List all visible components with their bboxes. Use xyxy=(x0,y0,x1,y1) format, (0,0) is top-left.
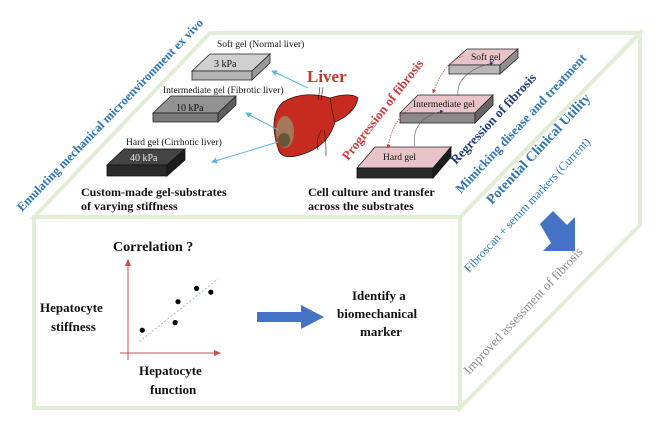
hard-gel-slab xyxy=(105,148,187,177)
y-axis-label-line2: stiffness xyxy=(51,319,96,334)
substrates-caption-line1: Custom-made gel-substrates xyxy=(81,185,227,199)
culture-hard-gel xyxy=(356,145,452,180)
liver-label: Liver xyxy=(307,67,347,86)
marker-line2: biomechanical xyxy=(337,306,418,321)
soft-gel-stiffness: 3 kPa xyxy=(214,59,237,70)
scatter-point-1 xyxy=(139,327,145,333)
regression-arrow-1 xyxy=(414,109,444,147)
substrates-caption-line2: of varying stiffness xyxy=(81,199,178,213)
improvement-arrow-icon xyxy=(540,211,575,251)
scatter-point-4 xyxy=(193,285,200,291)
culture-caption-line1: Cell culture and transfer xyxy=(308,185,435,199)
soft-gel-slab xyxy=(190,53,272,81)
scatter-plot xyxy=(120,259,221,360)
cube-outline xyxy=(29,28,645,413)
pointer-arrow-intermediate xyxy=(245,112,279,131)
trend-line xyxy=(139,278,219,342)
y-axis-label-line1: Hepatocyte xyxy=(40,300,103,315)
intermediate-gel-slab xyxy=(151,95,238,123)
hard-gel-stiffness: 40 kPa xyxy=(130,153,158,164)
scatter-point-5 xyxy=(208,289,214,295)
liver-illustration: Liver xyxy=(211,67,359,164)
x-axis-label-line1: Hepatocyte xyxy=(139,363,202,378)
cube-front-face xyxy=(32,215,462,410)
pointer-arrow-hard xyxy=(211,141,279,164)
culture-soft-gel xyxy=(447,48,520,75)
culture-intermediate-gel xyxy=(399,94,494,124)
progression-arrow-2 xyxy=(386,106,413,149)
culture-soft-gel-label: Soft gel xyxy=(471,52,501,63)
correlation-title: Correlation ? xyxy=(113,240,193,255)
intermediate-gel-stiffness: 10 kPa xyxy=(176,103,204,114)
culture-hard-gel-label: Hard gel xyxy=(383,153,416,163)
pointer-arrow-soft xyxy=(271,70,309,89)
soft-gel-label: Soft gel (Normal liver) xyxy=(217,39,304,50)
scatter-point-2 xyxy=(172,320,178,326)
hard-gel-label: Hard gel (Cirrhotic liver) xyxy=(126,137,222,148)
identify-arrow-icon xyxy=(257,305,324,329)
regression-arrow-2 xyxy=(457,61,494,97)
marker-line3: marker xyxy=(360,324,402,339)
marker-line1: Identify a xyxy=(352,288,406,303)
culture-intermediate-gel-label: Intermediate gel xyxy=(413,100,475,110)
x-axis-label-line2: function xyxy=(150,382,197,397)
intermediate-gel-label: Intermediate gel (Fibrotic liver) xyxy=(163,85,284,96)
culture-caption-line2: across the substrates xyxy=(308,199,414,213)
gel-substrates: Soft gel (Normal liver) 3 kPa Intermedia… xyxy=(81,39,304,213)
progression-arrow-1 xyxy=(432,55,464,94)
front-face-content: Correlation ? Hepatocyte stiffness Hepat… xyxy=(40,240,418,397)
scatter-point-3 xyxy=(175,299,181,305)
